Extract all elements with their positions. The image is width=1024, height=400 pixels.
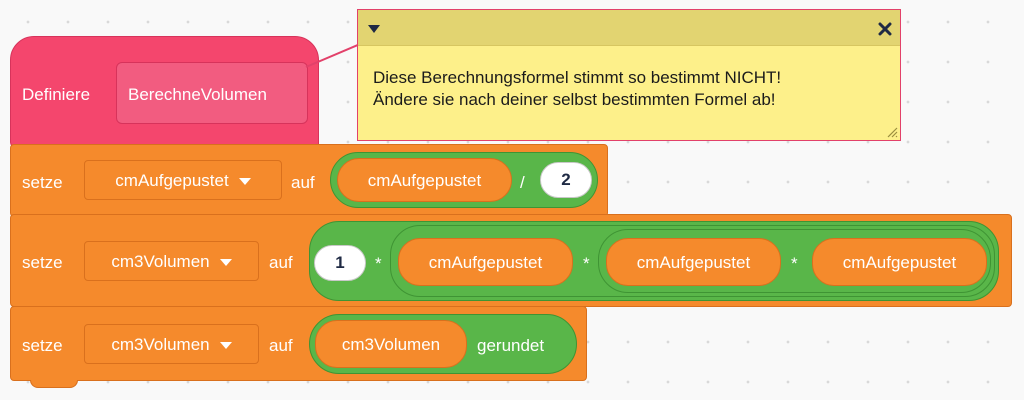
multiply-symbol: * bbox=[583, 254, 590, 273]
variable-reporter[interactable]: cmAufgepustet bbox=[812, 238, 987, 286]
reporter-label: cmAufgepustet bbox=[842, 252, 957, 272]
to-keyword: auf bbox=[269, 336, 293, 355]
comment-box[interactable]: Diese Berechnungsformel stimmt so bestim… bbox=[357, 9, 901, 141]
reporter-label: cmAufgepustet bbox=[636, 252, 751, 272]
set-keyword: setze bbox=[22, 253, 63, 272]
multiply-operator-nested bbox=[598, 229, 991, 293]
variable-name: cm3Volumen bbox=[111, 251, 210, 271]
reporter-label: cmAufgepustet bbox=[428, 252, 543, 272]
resize-handle-icon[interactable] bbox=[886, 126, 898, 138]
divide-symbol: / bbox=[520, 173, 525, 192]
variable-name: cm3Volumen bbox=[111, 334, 210, 354]
chevron-down-icon bbox=[219, 258, 232, 266]
variable-dropdown[interactable]: cm3Volumen bbox=[84, 241, 259, 281]
define-label: Definiere bbox=[22, 85, 91, 104]
multiply-symbol: * bbox=[375, 254, 382, 273]
variable-dropdown[interactable]: cmAufgepustet bbox=[84, 160, 282, 200]
comment-line-2: Ändere sie nach deiner selbst bestimmten… bbox=[373, 90, 776, 109]
variable-name: cmAufgepustet bbox=[115, 170, 229, 190]
multiply-symbol: * bbox=[791, 254, 798, 273]
number-input[interactable]: 2 bbox=[540, 162, 592, 198]
to-keyword: auf bbox=[269, 253, 293, 272]
number-input[interactable]: 1 bbox=[314, 245, 366, 281]
comment-line-1: Diese Berechnungsformel stimmt so bestim… bbox=[373, 68, 782, 87]
variable-dropdown[interactable]: cm3Volumen bbox=[84, 324, 259, 364]
comment-header[interactable] bbox=[358, 10, 900, 46]
to-keyword: auf bbox=[291, 173, 315, 192]
chevron-down-icon bbox=[219, 341, 232, 349]
variable-reporter[interactable]: cmAufgepustet bbox=[337, 158, 512, 202]
procedure-prototype[interactable] bbox=[116, 62, 308, 124]
reporter-label: cmAufgepustet bbox=[367, 170, 482, 190]
reporter-label: cm3Volumen bbox=[341, 334, 441, 354]
chevron-down-icon bbox=[238, 177, 251, 185]
caret-down-icon[interactable] bbox=[367, 24, 381, 34]
set-keyword: setze bbox=[22, 173, 63, 192]
variable-reporter[interactable]: cmAufgepustet bbox=[398, 238, 573, 286]
block-notch bbox=[30, 380, 78, 388]
multiply-operator-nested bbox=[390, 225, 995, 297]
close-icon[interactable] bbox=[878, 22, 892, 36]
variable-reporter[interactable]: cmAufgepustet bbox=[606, 238, 781, 286]
procedure-name: BerechneVolumen bbox=[128, 85, 267, 104]
variable-reporter[interactable]: cm3Volumen bbox=[315, 320, 467, 368]
set-keyword: setze bbox=[22, 336, 63, 355]
round-label: gerundet bbox=[477, 336, 545, 355]
